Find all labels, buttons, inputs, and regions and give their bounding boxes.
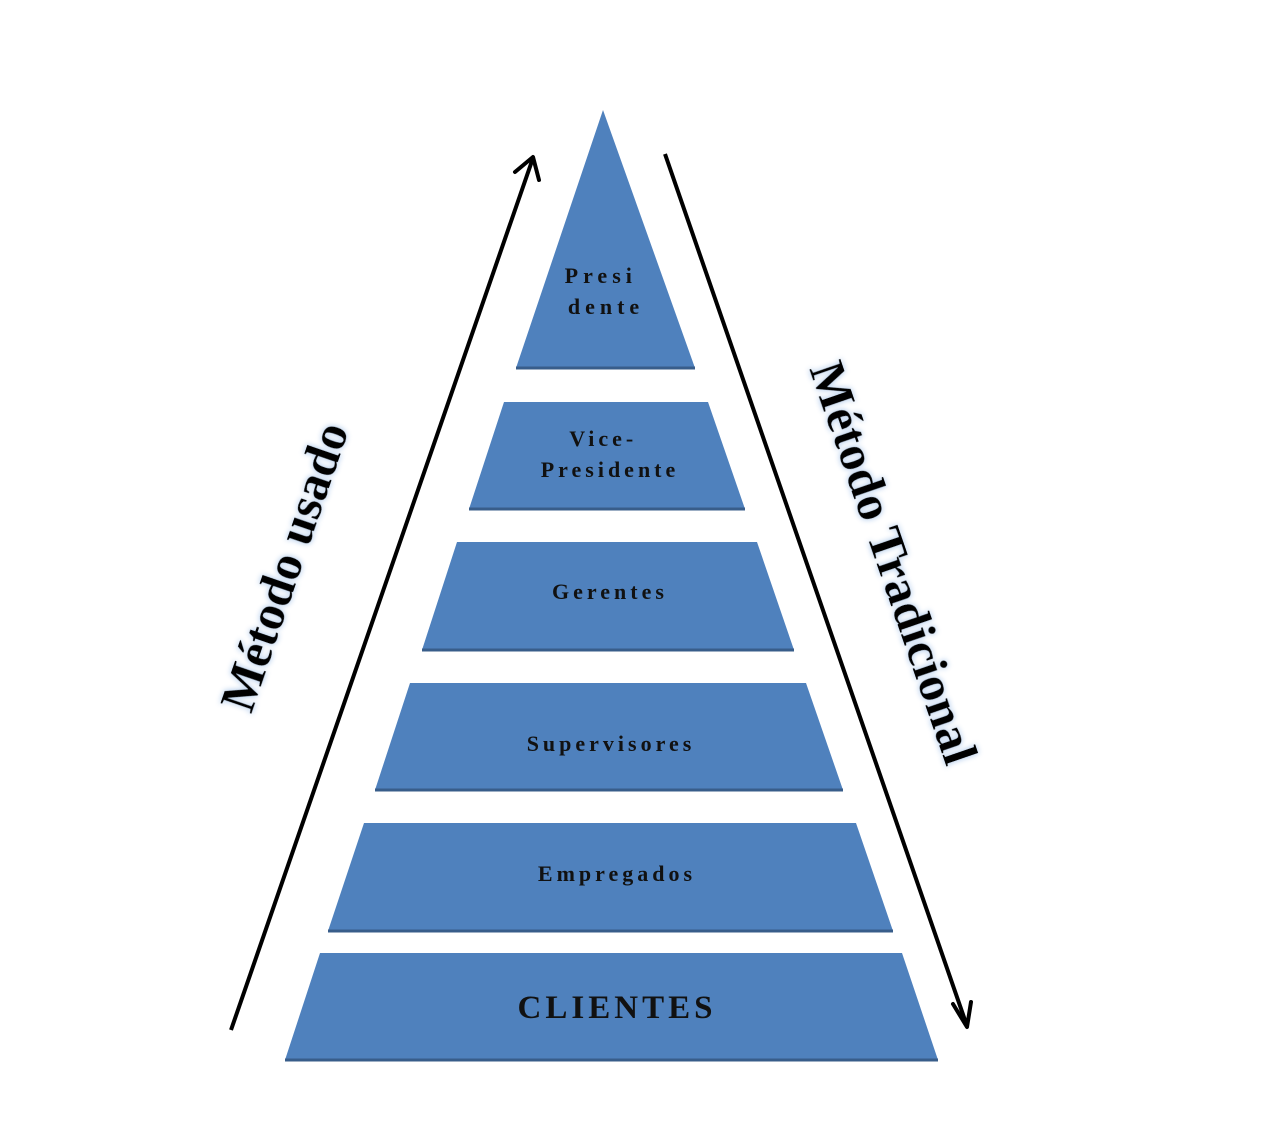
- arrow-up: [229, 155, 541, 1031]
- level-president-line-2: dente: [568, 294, 644, 319]
- level-employees: Empregados: [328, 823, 893, 933]
- level-employees-shape: [328, 823, 893, 931]
- level-supervisors-shape: [375, 683, 843, 790]
- level-president-label: Presi dente: [565, 263, 648, 319]
- level-president-line-1: Presi: [565, 263, 637, 288]
- arrow-up-shaft: [229, 157, 535, 1031]
- arrow-down: [663, 153, 973, 1029]
- level-vice-president: Vice- Presidente: [469, 402, 745, 511]
- level-vice-president-line-1: Vice-: [569, 426, 637, 451]
- right-method-label: Método Tradicional: [799, 354, 989, 771]
- level-managers-shape: [422, 542, 794, 650]
- level-clients: CLIENTES: [285, 953, 938, 1062]
- left-method-label: Método usado: [208, 415, 359, 718]
- level-president-shape: [516, 110, 695, 368]
- level-managers: Gerentes: [422, 542, 794, 652]
- level-supervisors-label: Supervisores: [527, 731, 696, 756]
- arrow-down-head: [951, 1000, 973, 1029]
- level-vice-president-line-2: Presidente: [541, 457, 680, 482]
- arrow-up-head: [513, 155, 541, 182]
- level-clients-shape: [285, 953, 938, 1060]
- level-employees-label: Empregados: [538, 861, 696, 886]
- level-president: Presi dente: [516, 110, 695, 370]
- level-vice-president-label: Vice- Presidente: [541, 426, 680, 482]
- level-managers-label: Gerentes: [552, 579, 668, 604]
- level-supervisors: Supervisores: [375, 683, 843, 792]
- arrow-down-shaft: [663, 153, 969, 1027]
- level-clients-label: CLIENTES: [518, 990, 717, 1026]
- level-vice-president-shape: [469, 402, 745, 509]
